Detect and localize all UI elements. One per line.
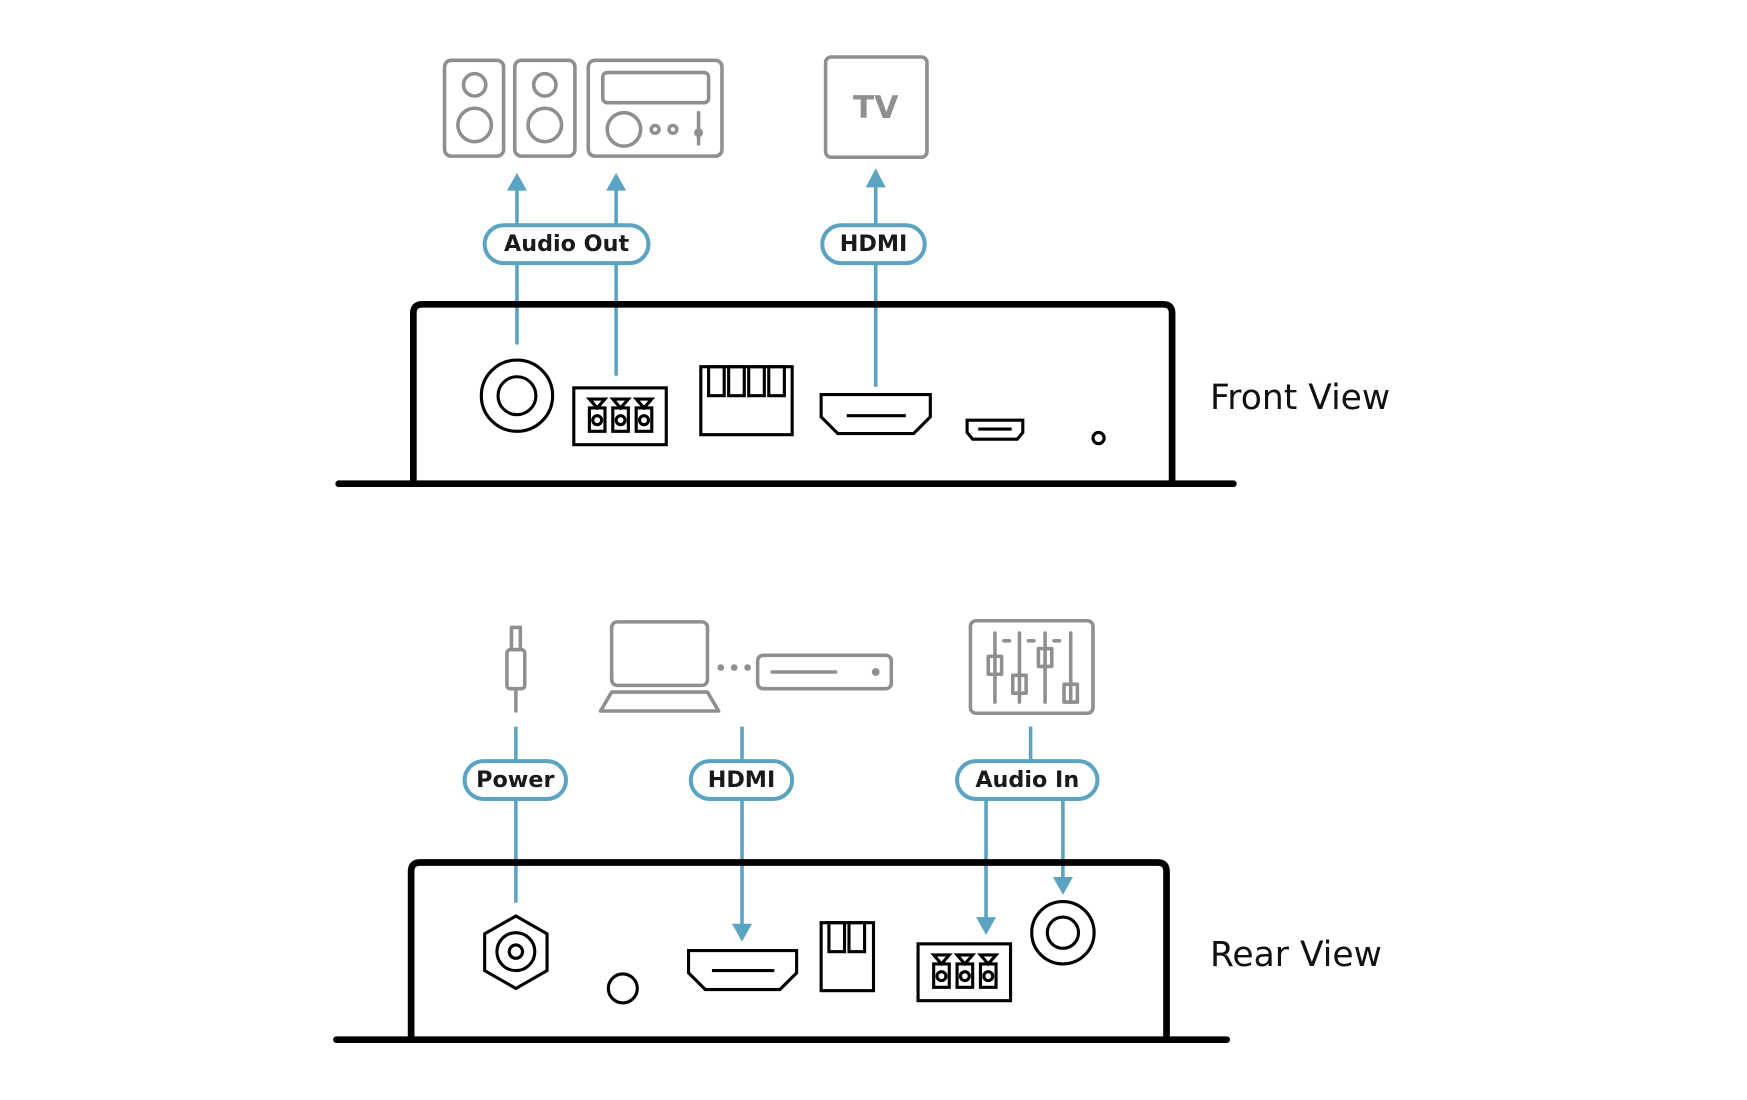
terminal-block-port-rear: [916, 942, 1013, 1003]
hdmi-out-connection: [865, 168, 886, 387]
audio-out-connection: [506, 172, 627, 376]
svg-text:HDMI: HDMI: [840, 231, 908, 257]
reset-button: [606, 972, 639, 1005]
audio-rca-jack: [479, 358, 555, 433]
terminal-block-port: [572, 386, 668, 447]
laptop-icon: [598, 620, 721, 713]
hdmi-in-label: HDMI: [688, 759, 795, 802]
hdmi-port: [819, 393, 932, 436]
audio-in-connection: [976, 726, 1073, 935]
rj45-port: [699, 365, 794, 437]
micro-usb-port: [965, 418, 1025, 441]
svg-text:Audio In: Audio In: [975, 767, 1079, 793]
speakers-icon: [442, 58, 577, 158]
rear-view-label: Rear View: [1210, 935, 1382, 975]
svg-text:Audio Out: Audio Out: [504, 231, 629, 257]
front-view: TV Audio Out HDMI: [335, 55, 1390, 488]
power-plug-icon: [505, 625, 527, 713]
tv-icon: TV: [823, 55, 929, 160]
audio-in-label: Audio In: [955, 759, 1100, 802]
rj45-port-rear: [819, 921, 876, 993]
hdmi-out-label: HDMI: [820, 223, 927, 266]
hdmi-in-connection: [732, 726, 753, 942]
svg-text:HDMI: HDMI: [708, 767, 776, 793]
svg-text:Power: Power: [476, 767, 554, 793]
audio-receiver-icon: [586, 58, 724, 158]
tv-label: TV: [853, 90, 898, 126]
audio-rca-jack-rear: [1030, 899, 1096, 966]
dc-power-jack: [483, 914, 549, 991]
front-view-label: Front View: [1210, 378, 1390, 418]
rear-chassis: [333, 859, 1231, 1044]
link-dots: [717, 664, 751, 671]
audio-out-label: Audio Out: [482, 223, 651, 266]
led-indicator: [1091, 430, 1106, 446]
rear-view: Power HDMI Audio In: [333, 618, 1382, 1044]
audio-mixer-icon: [968, 618, 1095, 716]
power-label: Power: [462, 759, 568, 802]
hdmi-port-rear: [686, 948, 799, 992]
front-chassis: [335, 300, 1237, 488]
media-player-icon: [755, 653, 894, 691]
